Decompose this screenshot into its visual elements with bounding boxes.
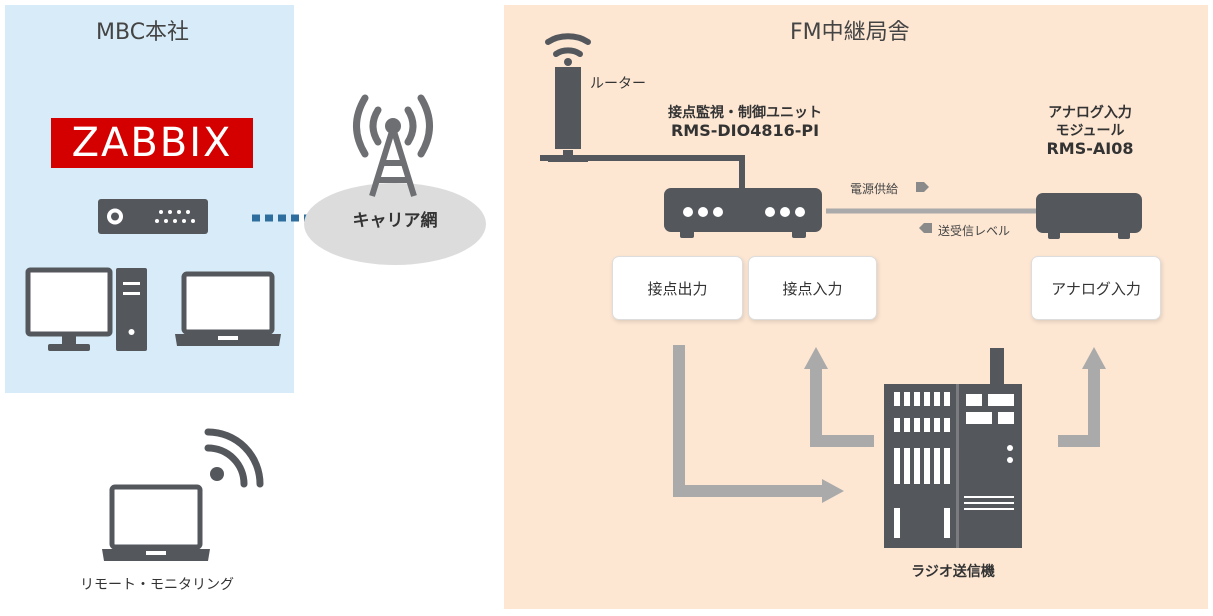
ai-module-line2: モジュール: [1055, 123, 1125, 139]
dio-unit-name: 接点監視・制御ユニット: [668, 105, 822, 121]
ai-module-label: アナログ入力 モジュール RMS-AI08: [1030, 104, 1150, 158]
contact-input-arrow: [804, 347, 874, 447]
wifi-icon: [204, 428, 264, 488]
analog-input-box: アナログ入力: [1031, 256, 1161, 320]
signal-level-arrow: [919, 223, 932, 233]
carrier-network-cloud: [304, 183, 486, 265]
remote-laptop-icon: [102, 484, 210, 561]
contact-output-arrow: [673, 345, 844, 503]
power-supply-label: 電源供給: [850, 182, 899, 196]
router-label: ルーター: [590, 76, 646, 92]
router-cable: [540, 155, 745, 191]
server-icon: [98, 199, 208, 234]
radio-transmitter-icon: [884, 348, 1022, 548]
signal-level-label: 送受信レベル: [938, 224, 1011, 238]
radio-transmitter-label: ラジオ送信機: [911, 564, 995, 580]
ai-module-model: RMS-AI08: [1046, 139, 1134, 158]
laptop-icon: [175, 271, 281, 346]
pc-tower-icon: [116, 268, 147, 351]
carrier-network-label: キャリア網: [352, 211, 438, 231]
analog-input-arrow: [1058, 347, 1106, 447]
zabbix-logo: ZABBIX: [51, 118, 253, 168]
remote-monitoring-label: リモート・モニタリング: [80, 577, 234, 593]
desktop-monitor-icon: [25, 267, 113, 351]
network-link: [252, 214, 308, 222]
ai-module-line1: アナログ入力: [1048, 105, 1132, 121]
contact-input-box: 接点入力: [748, 256, 877, 320]
contact-output-box: 接点出力: [612, 256, 743, 320]
dio-unit-device: [664, 188, 822, 238]
dio-unit-model: RMS-DIO4816-PI: [670, 121, 820, 140]
antenna-tower-icon: [353, 94, 433, 197]
relay-title: FM中継局舎: [790, 20, 910, 45]
power-supply-arrow: [916, 182, 929, 192]
dio-unit-label: 接点監視・制御ユニット RMS-DIO4816-PI: [650, 104, 840, 140]
module-link: [826, 208, 1042, 214]
ai-module-device: [1036, 193, 1142, 239]
hq-title: MBC本社: [96, 20, 190, 45]
